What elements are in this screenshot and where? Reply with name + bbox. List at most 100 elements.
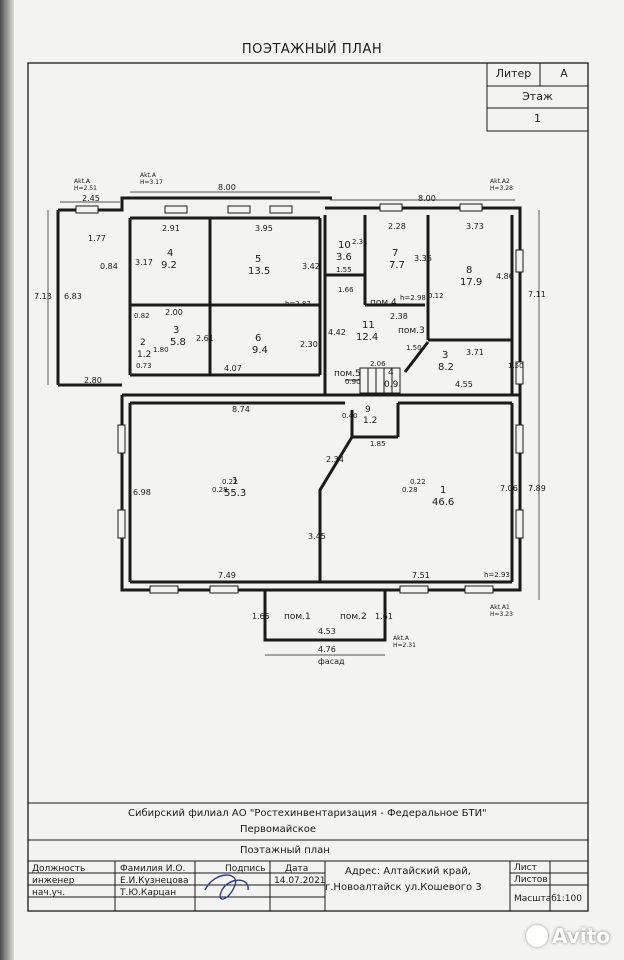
dimension-label: 1.65: [252, 612, 270, 621]
elevation-mark: H=3.28: [490, 185, 513, 192]
dimension-label: 1.50: [508, 362, 524, 370]
dimension-label: 2.38: [390, 312, 408, 321]
stamp-header: Фамилия И.О.: [120, 864, 186, 874]
dimension-label: h=2.98: [400, 294, 426, 302]
page-title: ПОЭТАЖНЫЙ ПЛАН: [241, 42, 383, 57]
dimension-label: 7.06: [500, 484, 518, 493]
dimension-label: 7.13: [34, 292, 52, 301]
elevation-mark: H=3.23: [490, 611, 513, 618]
dimension-label: 2.28: [388, 222, 406, 231]
elevation-mark: Akt.A: [74, 178, 90, 185]
dimension-label: 3.73: [466, 222, 484, 231]
dimension-label: 3.95: [255, 224, 273, 233]
dimension-label: 1.55: [336, 266, 352, 274]
stamp-list-label: Лист: [514, 863, 537, 873]
room-number: 7: [392, 248, 399, 259]
liter-label: Литер: [495, 67, 532, 80]
dimension-label: 2.61: [196, 334, 214, 343]
dimension-label: 8.00: [418, 194, 436, 203]
room-number: 5: [255, 254, 262, 265]
room-area: 5.8: [170, 337, 186, 348]
dimension-label: 3.71: [466, 348, 484, 357]
room-area: 7.7: [389, 260, 405, 271]
stamp-listov-label: Листов: [514, 875, 548, 885]
stamp-role: нач.уч.: [32, 888, 66, 898]
room-number: 3: [173, 325, 180, 336]
dimension-label: 2.80: [84, 376, 102, 385]
room-area: 0.9: [384, 380, 399, 390]
dimension-label: 2.34: [326, 455, 344, 464]
stamp-address-line1: Адрес: Алтайский край,: [345, 866, 471, 877]
dimension-label: 2.91: [162, 224, 180, 233]
elevation-mark: Akt.A1: [490, 604, 510, 611]
dimension-label: 7.51: [412, 571, 430, 580]
facade-label: фасад: [318, 657, 345, 666]
room-area: 13.5: [248, 266, 271, 277]
dimension-label: 3.36: [414, 254, 432, 263]
dimension-label: 6.83: [64, 292, 82, 301]
pom-label: пом.2: [340, 612, 367, 622]
pom-label: пом.3: [398, 326, 425, 336]
dimension-label: 0.28: [402, 486, 418, 494]
dimension-label: 2.45: [82, 194, 100, 203]
room-area: 1.2: [137, 350, 152, 360]
floor-value: 1: [534, 112, 541, 125]
room-number: 1: [440, 485, 447, 496]
pom-label: пом.5: [334, 369, 361, 379]
stamp-branch: Первомайское: [240, 824, 317, 835]
dimension-label: 1.61: [375, 612, 393, 621]
dimension-label: 0.22: [222, 478, 238, 486]
room-number: 2: [140, 338, 146, 348]
dimension-label: 4.07: [224, 364, 242, 373]
dimension-label: 4.42: [328, 328, 346, 337]
room-area: 46.6: [432, 497, 455, 508]
floor-label: Этаж: [522, 90, 553, 103]
stamp-name: Е.И.Кузнецова: [120, 876, 189, 886]
room-number: 8: [466, 265, 473, 276]
room-number: 3: [442, 350, 449, 361]
stamp-scale-value: 1:100: [556, 894, 582, 904]
avito-logo-icon: [526, 925, 549, 947]
watermark-text: Avito: [552, 924, 610, 948]
dimension-label: 0.22: [410, 478, 426, 486]
stamp-header: Должность: [32, 864, 86, 874]
room-area: 55.3: [224, 488, 247, 499]
dimension-label: 7.49: [218, 571, 236, 580]
dimension-label: 0.40: [342, 412, 358, 420]
room-area: 9.2: [161, 260, 177, 271]
stamp-sheet-title: Поэтажный план: [240, 845, 330, 856]
room-area: 12.4: [356, 332, 379, 343]
avito-watermark: Avito: [526, 924, 610, 948]
dimension-label: 2.31: [352, 238, 368, 246]
room-area: 8.2: [438, 362, 454, 373]
dimension-label: 1.77: [88, 234, 106, 243]
room-number: 4: [388, 368, 394, 378]
dimension-label: 3.17: [135, 258, 153, 267]
elevation-mark: Akt.A: [140, 172, 156, 179]
dimension-label: 0.84: [100, 262, 118, 271]
pom-label: пом.1: [284, 612, 311, 622]
dimension-label: 3.45: [308, 532, 326, 541]
dimension-label: 0.82: [134, 312, 150, 320]
room-area: 3.6: [336, 252, 352, 263]
room-area: 17.9: [460, 277, 483, 288]
stamp-date: 14.07.2021: [274, 876, 326, 886]
dimension-label: 0.90: [345, 378, 361, 386]
room-number: 10: [338, 240, 351, 251]
dimension-label: 2.06: [370, 360, 386, 368]
elevation-mark: H=2.51: [74, 185, 97, 192]
dimension-label: 0.28: [212, 486, 228, 494]
room-area: 1.2: [363, 416, 378, 426]
dimension-label: 1.66: [338, 286, 354, 294]
stamp-header: Подпись: [225, 864, 266, 874]
dimension-label: 2.00: [165, 308, 183, 317]
elevation-mark: Akt.A2: [490, 178, 510, 185]
dimension-label: 3.42: [302, 262, 320, 271]
elevation-mark: H=3.17: [140, 179, 163, 186]
paper-edge: [0, 0, 14, 960]
stamp-name: Т.Ю.Карцан: [120, 888, 177, 898]
dimension-label: 7.89: [528, 484, 546, 493]
elevation-mark: H=2.31: [393, 642, 416, 649]
stamp-org: Сибирский филиал АО "Ростехинвентаризаци…: [128, 808, 487, 819]
room-number: 6: [255, 333, 262, 344]
